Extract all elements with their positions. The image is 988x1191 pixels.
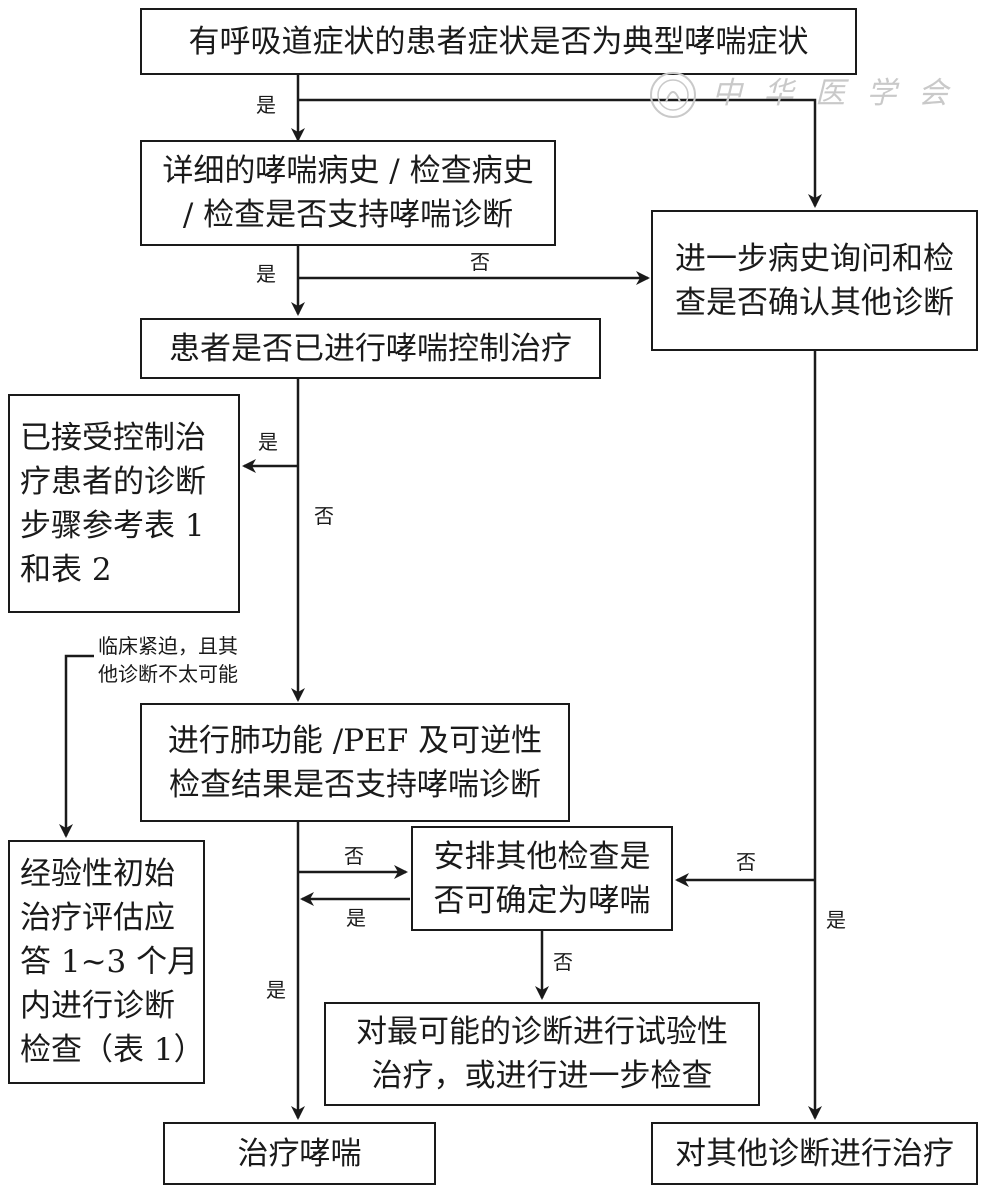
node-empirical-treatment: 经验性初始 治疗评估应 答 1~3 个月 内进行诊断 检查（表 1）	[8, 840, 205, 1084]
node-text: 有呼吸道症状的患者症状是否为典型哮喘症状	[188, 23, 809, 60]
watermark-seal-icon	[650, 72, 696, 118]
label-n4-no: 否	[314, 504, 334, 528]
node-text: 详细的哮喘病史 / 检查病史 / 检查是否支持哮喘诊断	[162, 153, 534, 233]
node-text: 经验性初始 治疗评估应 答 1~3 个月 内进行诊断 检查（表 1）	[20, 856, 205, 1068]
node-text: 已接受控制治 疗患者的诊断 步骤参考表 1 和表 2	[20, 419, 206, 588]
node-text: 对其他诊断进行治疗	[675, 1135, 954, 1172]
label-n3-no: 否	[736, 850, 756, 874]
label-n8-no: 否	[553, 950, 573, 974]
node-confirm-other-diagnosis: 进一步病史询问和检 查是否确认其他诊断	[651, 210, 978, 351]
node-text: 患者是否已进行哮喘控制治疗	[169, 330, 572, 367]
node-text: 对最可能的诊断进行试验性 治疗，或进行进一步检查	[356, 1014, 728, 1094]
node-lung-function-test: 进行肺功能 /PEF 及可逆性 检查结果是否支持哮喘诊断	[140, 703, 570, 822]
label-n6-no: 否	[344, 844, 364, 868]
edge-n1-to-n3	[298, 98, 822, 208]
node-text: 进一步病史询问和检 查是否确认其他诊断	[675, 240, 954, 321]
label-n6-yes: 是	[266, 978, 286, 1002]
node-text: 安排其他检查是 否可确定为哮喘	[433, 838, 651, 919]
node-typical-asthma-symptoms: 有呼吸道症状的患者症状是否为典型哮喘症状	[140, 8, 857, 75]
node-text: 进行肺功能 /PEF 及可逆性 检查结果是否支持哮喘诊断	[167, 722, 543, 803]
label-n2-no: 否	[470, 250, 490, 274]
node-history-supports-asthma: 详细的哮喘病史 / 检查病史 / 检查是否支持哮喘诊断	[140, 140, 556, 246]
node-treat-asthma: 治疗哮喘	[163, 1122, 436, 1185]
label-n3-yes: 是	[826, 908, 846, 932]
watermark-text: 中 华 医 学 会	[712, 76, 955, 111]
label-n8-yes: 是	[346, 906, 366, 930]
label-n4-yes: 是	[258, 430, 278, 454]
label-urgent: 临床紧迫，且其 他诊断不太可能	[98, 634, 238, 686]
node-text: 治疗哮喘	[237, 1135, 362, 1172]
label-n2-yes: 是	[256, 262, 276, 286]
node-see-table-1-and-2: 已接受控制治 疗患者的诊断 步骤参考表 1 和表 2	[8, 394, 240, 613]
edge-urgent-to-n7	[59, 654, 94, 838]
node-treat-other-diagnosis: 对其他诊断进行治疗	[651, 1122, 978, 1185]
label-n1-yes: 是	[256, 93, 276, 117]
node-other-tests: 安排其他检查是 否可确定为哮喘	[411, 826, 673, 931]
node-controller-therapy: 患者是否已进行哮喘控制治疗	[140, 318, 601, 379]
node-trial-treatment: 对最可能的诊断进行试验性 治疗，或进行进一步检查	[324, 1002, 760, 1106]
